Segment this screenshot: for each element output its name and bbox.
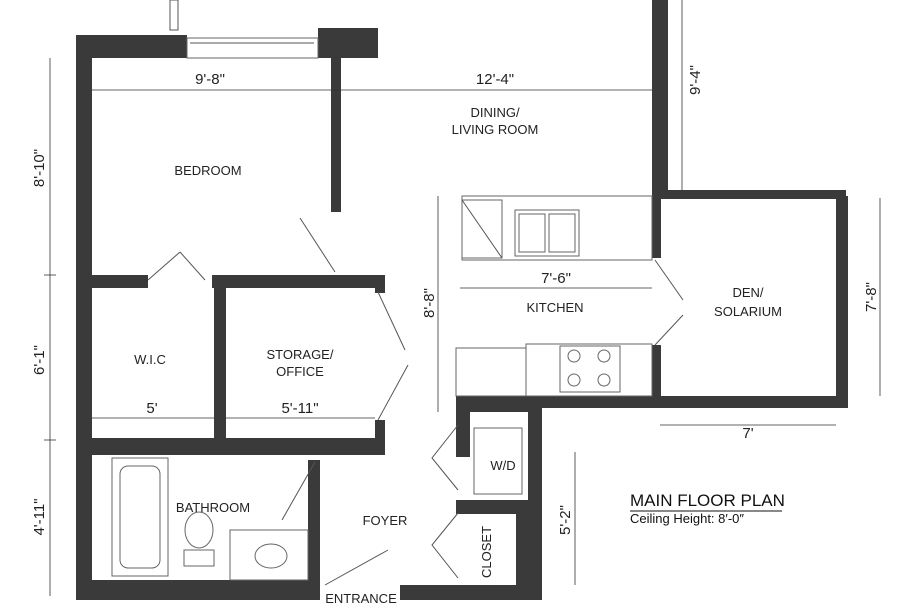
plan-title: MAIN FLOOR PLAN — [630, 491, 785, 510]
dim-dining-width: 12'-4" — [476, 71, 514, 88]
room-label-storage: STORAGE/ — [267, 347, 334, 362]
room-label-closet: CLOSET — [479, 526, 494, 578]
room-label-den: DEN/ — [732, 285, 763, 300]
room-label-office: OFFICE — [276, 364, 324, 379]
room-label-solarium: SOLARIUM — [714, 304, 782, 319]
walls — [76, 0, 848, 600]
dim-bath-depth: 4'-11" — [31, 498, 48, 535]
room-label-bathroom: BATHROOM — [176, 500, 250, 515]
fixtures — [111, 195, 653, 581]
room-label-living: LIVING ROOM — [452, 122, 539, 137]
doors — [147, 217, 684, 586]
dim-den-depth: 7'-8" — [863, 282, 880, 312]
room-label-wic: W.I.C — [134, 352, 166, 367]
room-label-dining: DINING/ — [470, 105, 520, 120]
dim-kitchen-depth: 8'-8" — [421, 288, 438, 318]
dimension-lines — [44, 0, 881, 596]
dim-kitchen-width: 7'-6" — [541, 270, 571, 287]
dim-dining-depth: 9'-4" — [687, 65, 704, 95]
dim-storage-width: 5'-11" — [281, 400, 318, 417]
room-label-foyer: FOYER — [363, 513, 408, 528]
room-label-wd: W/D — [490, 458, 515, 473]
room-label-entrance: ENTRANCE — [325, 591, 397, 606]
dim-den-width: 7' — [742, 425, 753, 442]
dim-wic-width: 5' — [146, 400, 157, 417]
dim-wic-depth: 6'-1" — [31, 345, 48, 375]
room-label-bedroom: BEDROOM — [174, 163, 241, 178]
window — [169, 0, 319, 59]
dim-bedroom-depth: 8'-10" — [31, 149, 48, 187]
dim-closet-depth: 5'-2" — [557, 505, 574, 535]
plan-subtitle: Ceiling Height: 8′-0″ — [630, 511, 744, 526]
dim-bedroom-width: 9'-8" — [195, 71, 225, 88]
room-label-kitchen: KITCHEN — [526, 300, 583, 315]
